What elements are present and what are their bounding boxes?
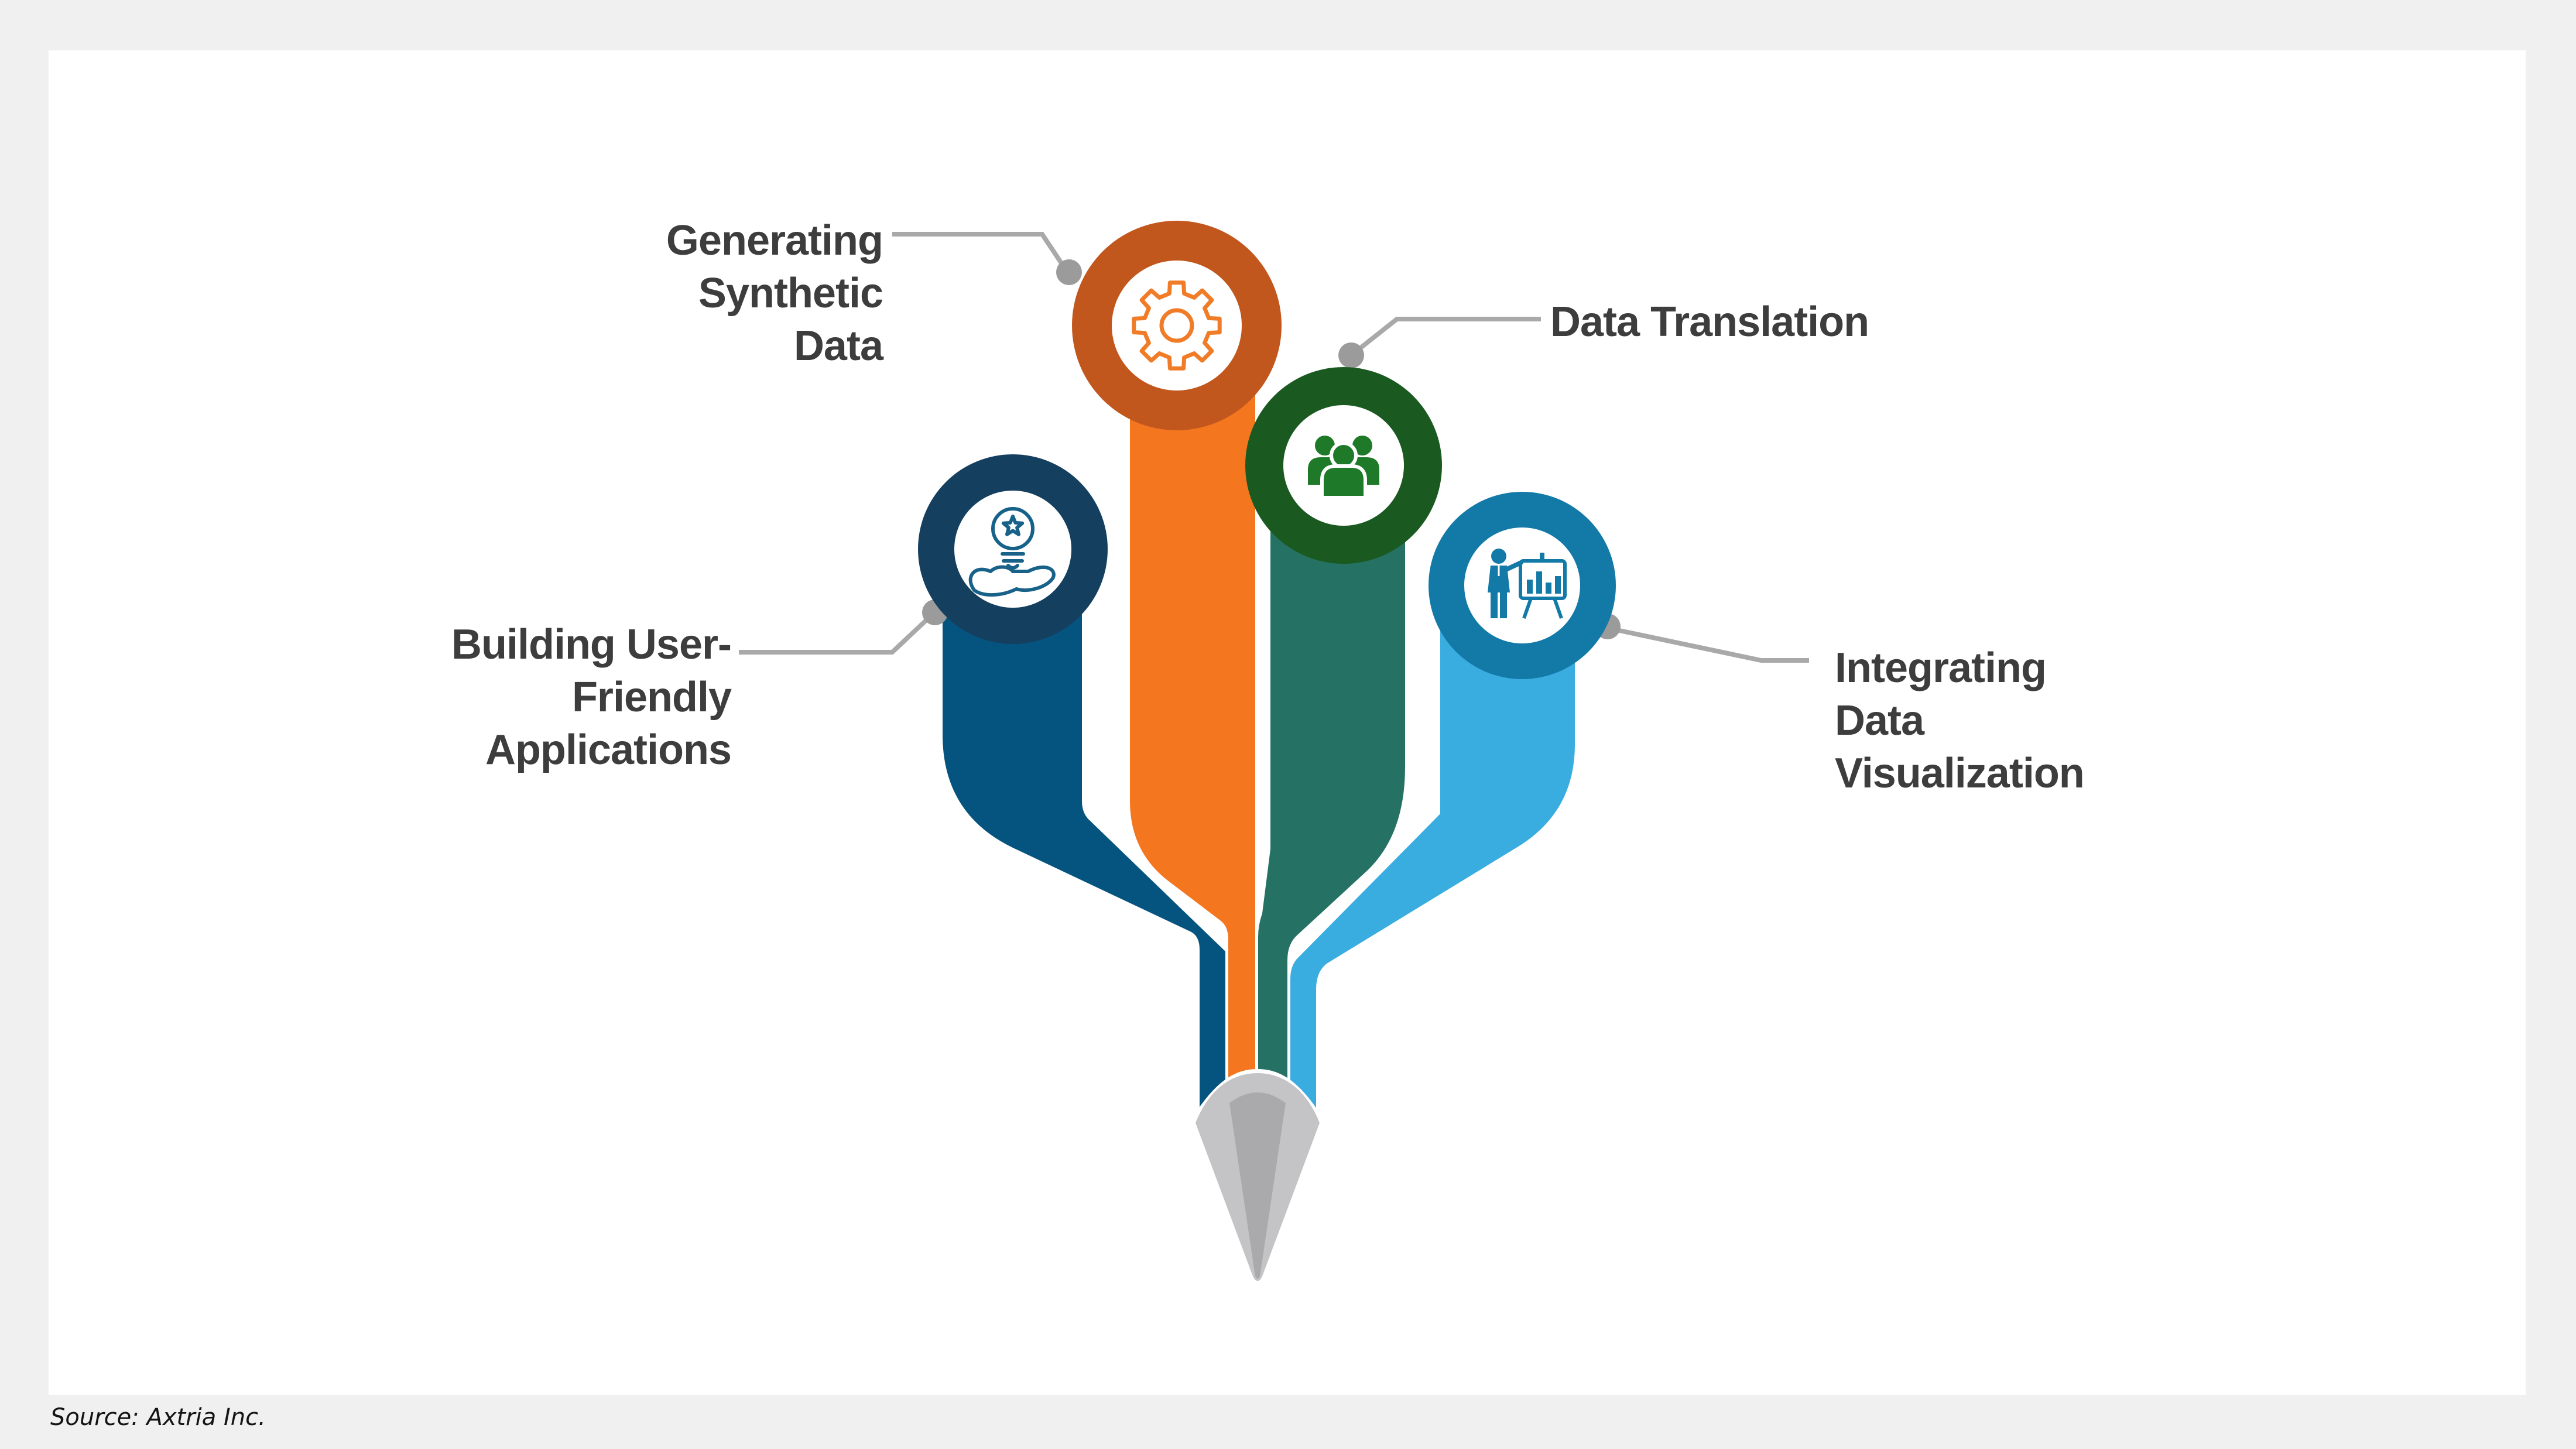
ribbon-generating-synthetic-data <box>1130 326 1255 1130</box>
connector-dot-data-translation <box>1338 342 1364 368</box>
presenter-head <box>1491 549 1506 564</box>
hand-shape <box>968 565 1056 597</box>
label-line: Friendly <box>571 674 732 721</box>
gear-icon <box>1132 280 1222 371</box>
chart-bar-1 <box>1527 580 1533 594</box>
ribbon-integrating-data-visualization <box>1290 585 1575 1136</box>
label-line: Integrating <box>1835 645 2047 691</box>
person-front-body <box>1320 464 1367 499</box>
connector-line <box>892 232 1068 271</box>
bulb-base <box>1006 564 1019 570</box>
connector-line <box>1611 626 1809 663</box>
label-line: Building User- <box>451 621 732 668</box>
people-icon <box>1308 436 1379 499</box>
label-data-translation: Data Translation <box>1550 296 1869 348</box>
label-line: Visualization <box>1835 750 2085 797</box>
connector-line <box>739 613 934 655</box>
pencil-tip-shade <box>1229 1092 1286 1279</box>
connector-data-translation <box>1353 317 1541 355</box>
label-integrating-data-visualization: Integrating Data Visualization <box>1835 642 2085 800</box>
connector-line <box>1353 317 1541 355</box>
gear-hub <box>1159 308 1194 343</box>
chart-bar-2 <box>1536 571 1542 594</box>
label-line: Data Translation <box>1550 299 1869 345</box>
label-line: Generating <box>666 217 883 264</box>
idea-hand-icon <box>968 507 1056 597</box>
label-line: Applications <box>485 727 732 773</box>
connector-building-user-friendly-applications <box>739 613 934 655</box>
label-line: Synthetic <box>698 270 883 317</box>
easel-mast <box>1540 553 1544 562</box>
source-note: Source: Axtria Inc. <box>50 1404 266 1431</box>
star-shape <box>1001 515 1025 536</box>
chart-bar-4 <box>1555 576 1561 594</box>
presenter-arm <box>1502 560 1523 573</box>
chart-bar-3 <box>1546 583 1551 594</box>
ribbon-building-user-friendly-applications <box>943 547 1225 1136</box>
label-line: Data <box>793 323 883 369</box>
connector-generating-synthetic-data <box>892 232 1068 271</box>
bulb-glass <box>991 507 1034 550</box>
easel-legs <box>1522 598 1563 619</box>
person-front-head <box>1330 441 1358 470</box>
label-generating-synthetic-data: Generating Synthetic Data <box>666 214 883 372</box>
label-line: Data <box>1835 697 1924 744</box>
presentation-icon <box>1488 549 1567 619</box>
ribbon-data-translation <box>1258 465 1405 1130</box>
person-back-right-head <box>1352 436 1372 455</box>
label-building-user-friendly-applications: Building User- Friendly Applications <box>451 618 732 776</box>
presenter-leg-right <box>1500 592 1507 618</box>
presenter-leg-left <box>1491 592 1498 618</box>
person-back-left-head <box>1315 436 1335 455</box>
connector-integrating-data-visualization <box>1611 626 1809 663</box>
connector-dot-generating-synthetic-data <box>1056 259 1082 285</box>
